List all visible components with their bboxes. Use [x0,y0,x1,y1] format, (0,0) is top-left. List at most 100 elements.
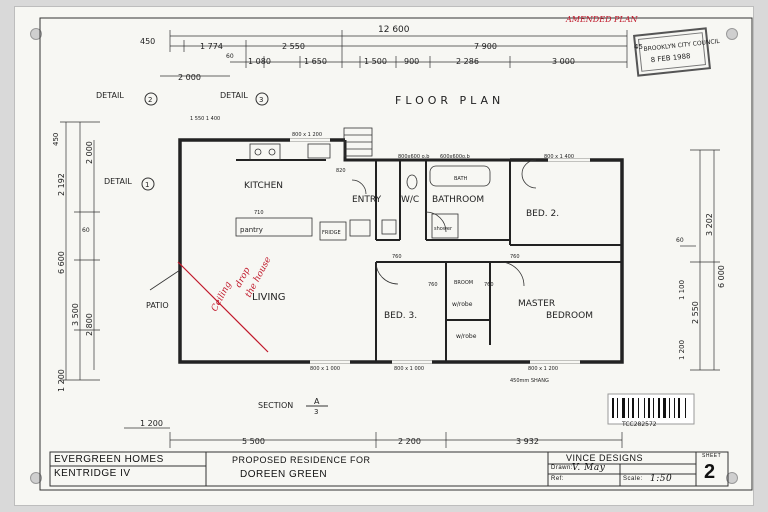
dim-detail-width: 2 000 [178,73,201,82]
dim-left-3: 2 000 [85,141,94,164]
label-bath: BATH [454,176,468,182]
dim-bottom-3: 3 932 [516,437,539,446]
dim-right-3: 2 550 [691,301,700,324]
annotation-line [177,261,269,353]
label-pantry: pantry [240,226,263,234]
room-kitchen: KITCHEN [244,181,283,191]
tb-builder: EVERGREEN HOMES [54,454,164,465]
tb-drawn-label: Drawn: [551,465,574,471]
punch-hole [726,28,738,40]
dim-right-4: 1 200 [678,340,686,360]
barcode-bar [638,398,639,418]
tb-ref-label: Ref: [551,476,565,482]
door-760c: 760 [428,282,438,288]
detail-3-label: DETAIL [220,91,248,100]
door-760d: 760 [484,282,494,288]
detail-2-marker [144,92,158,106]
room-entry: ENTRY [352,195,382,205]
barcode-bar [685,398,686,418]
dim-left-7: 1 200 [57,369,66,392]
dim-top-1: 450 [140,37,155,46]
barcode-bar [617,398,618,418]
tb-drawn-by: V. May [572,463,606,473]
tb-scale-label: Scale: [623,476,643,482]
punch-hole [30,28,42,40]
dim-right-2: 6 000 [717,265,726,288]
right-dimension-lines [680,149,720,371]
win-master: 800 x 1 200 [528,366,558,372]
dim-top-3: 2 550 [282,42,305,51]
detail-2-label: DETAIL [96,91,124,100]
amended-note: AMENDED PLAN [565,15,638,24]
win-bath2: 600x600o.b [440,154,470,160]
dim-second-7: 3 000 [552,57,575,66]
barcode-bar [663,398,666,418]
room-living: LIVING [252,292,286,303]
door-820: 820 [336,168,346,174]
dim-top-5: 45 [634,43,643,51]
dim-left-8: 60 [82,227,90,234]
room-bed2: BED. 2. [526,209,559,219]
bottom-dimension-lines [124,427,623,448]
label-fridge: FRIDGE [322,230,341,236]
barcode-number: TCC282572 [621,421,657,428]
label-shang: 450mm SHANG [510,378,549,384]
dim-overall: 12 600 [378,25,410,35]
win-bed3: 800 x 1 000 [394,366,424,372]
detail-1-label: DETAIL [104,177,132,186]
tb-proposed: PROPOSED RESIDENCE FOR [232,455,371,465]
label-broom: BROOM [454,280,473,286]
stamp-date: 8 FEB 1988 [650,52,691,64]
dim-bottom-small: 1 200 [140,419,163,428]
dim-window-seat: 1 550 1 400 [190,116,220,122]
barcode-bar [644,398,645,418]
dim-bottom-1: 5 500 [242,437,265,446]
dim-left-6: 2 800 [85,313,94,336]
label-wrobe1: w/robe [452,301,473,308]
dim-left-2: 2 192 [57,173,66,196]
stamp-text: BROOKLYN CITY COUNCIL [643,38,721,53]
barcode-bar [658,398,660,418]
room-master: MASTER [518,299,555,309]
dim-top-4: 7 900 [474,42,497,51]
section-label: SECTION [258,401,293,410]
barcode-bar [632,398,634,418]
barcode-bar [669,398,670,418]
dim-right-5: 60 [676,237,684,244]
dim-left-5: 3 500 [71,303,80,326]
win-kitchen: 800 x 1 200 [292,132,322,138]
dim-top-2: 1 774 [200,42,223,51]
detail-1-number: 1 [145,181,149,189]
punch-hole [726,472,738,484]
section-num: 3 [314,408,318,416]
detail-3-marker [255,92,269,106]
barcode: TCC282572 [607,393,695,428]
win-bed2: 800 x 1 400 [544,154,574,160]
tb-designer: VINCE DESIGNS [566,453,644,463]
tb-sheet-label: SHEET [702,453,722,459]
door-760a: 760 [510,254,520,260]
tb-scale: 1:50 [650,474,673,484]
barcode-bar [628,398,629,418]
win-living: 800 x 1 000 [310,366,340,372]
dim-second-3: 1 650 [304,57,327,66]
barcode-bar [648,398,650,418]
fixtures [149,127,537,291]
detail-1-marker [141,177,155,191]
interior-walls [236,159,622,362]
dim-left-1: 450 [52,133,60,146]
punch-hole [30,472,42,484]
sheet-border [39,17,753,491]
dim-bottom-2: 2 200 [398,437,421,446]
label-patio: PATIO [146,301,169,310]
room-bathroom: BATHROOM [432,195,484,205]
door-760b: 760 [392,254,402,260]
windows [290,138,590,364]
left-dimension-lines [60,121,100,381]
room-bed3: BED. 3. [384,311,417,321]
dim-second-6: 2 286 [456,57,479,66]
barcode-bar [653,398,654,418]
barcode-bar [612,398,614,418]
door-710: 710 [254,210,264,216]
room-bedroom: BEDROOM [546,311,593,321]
